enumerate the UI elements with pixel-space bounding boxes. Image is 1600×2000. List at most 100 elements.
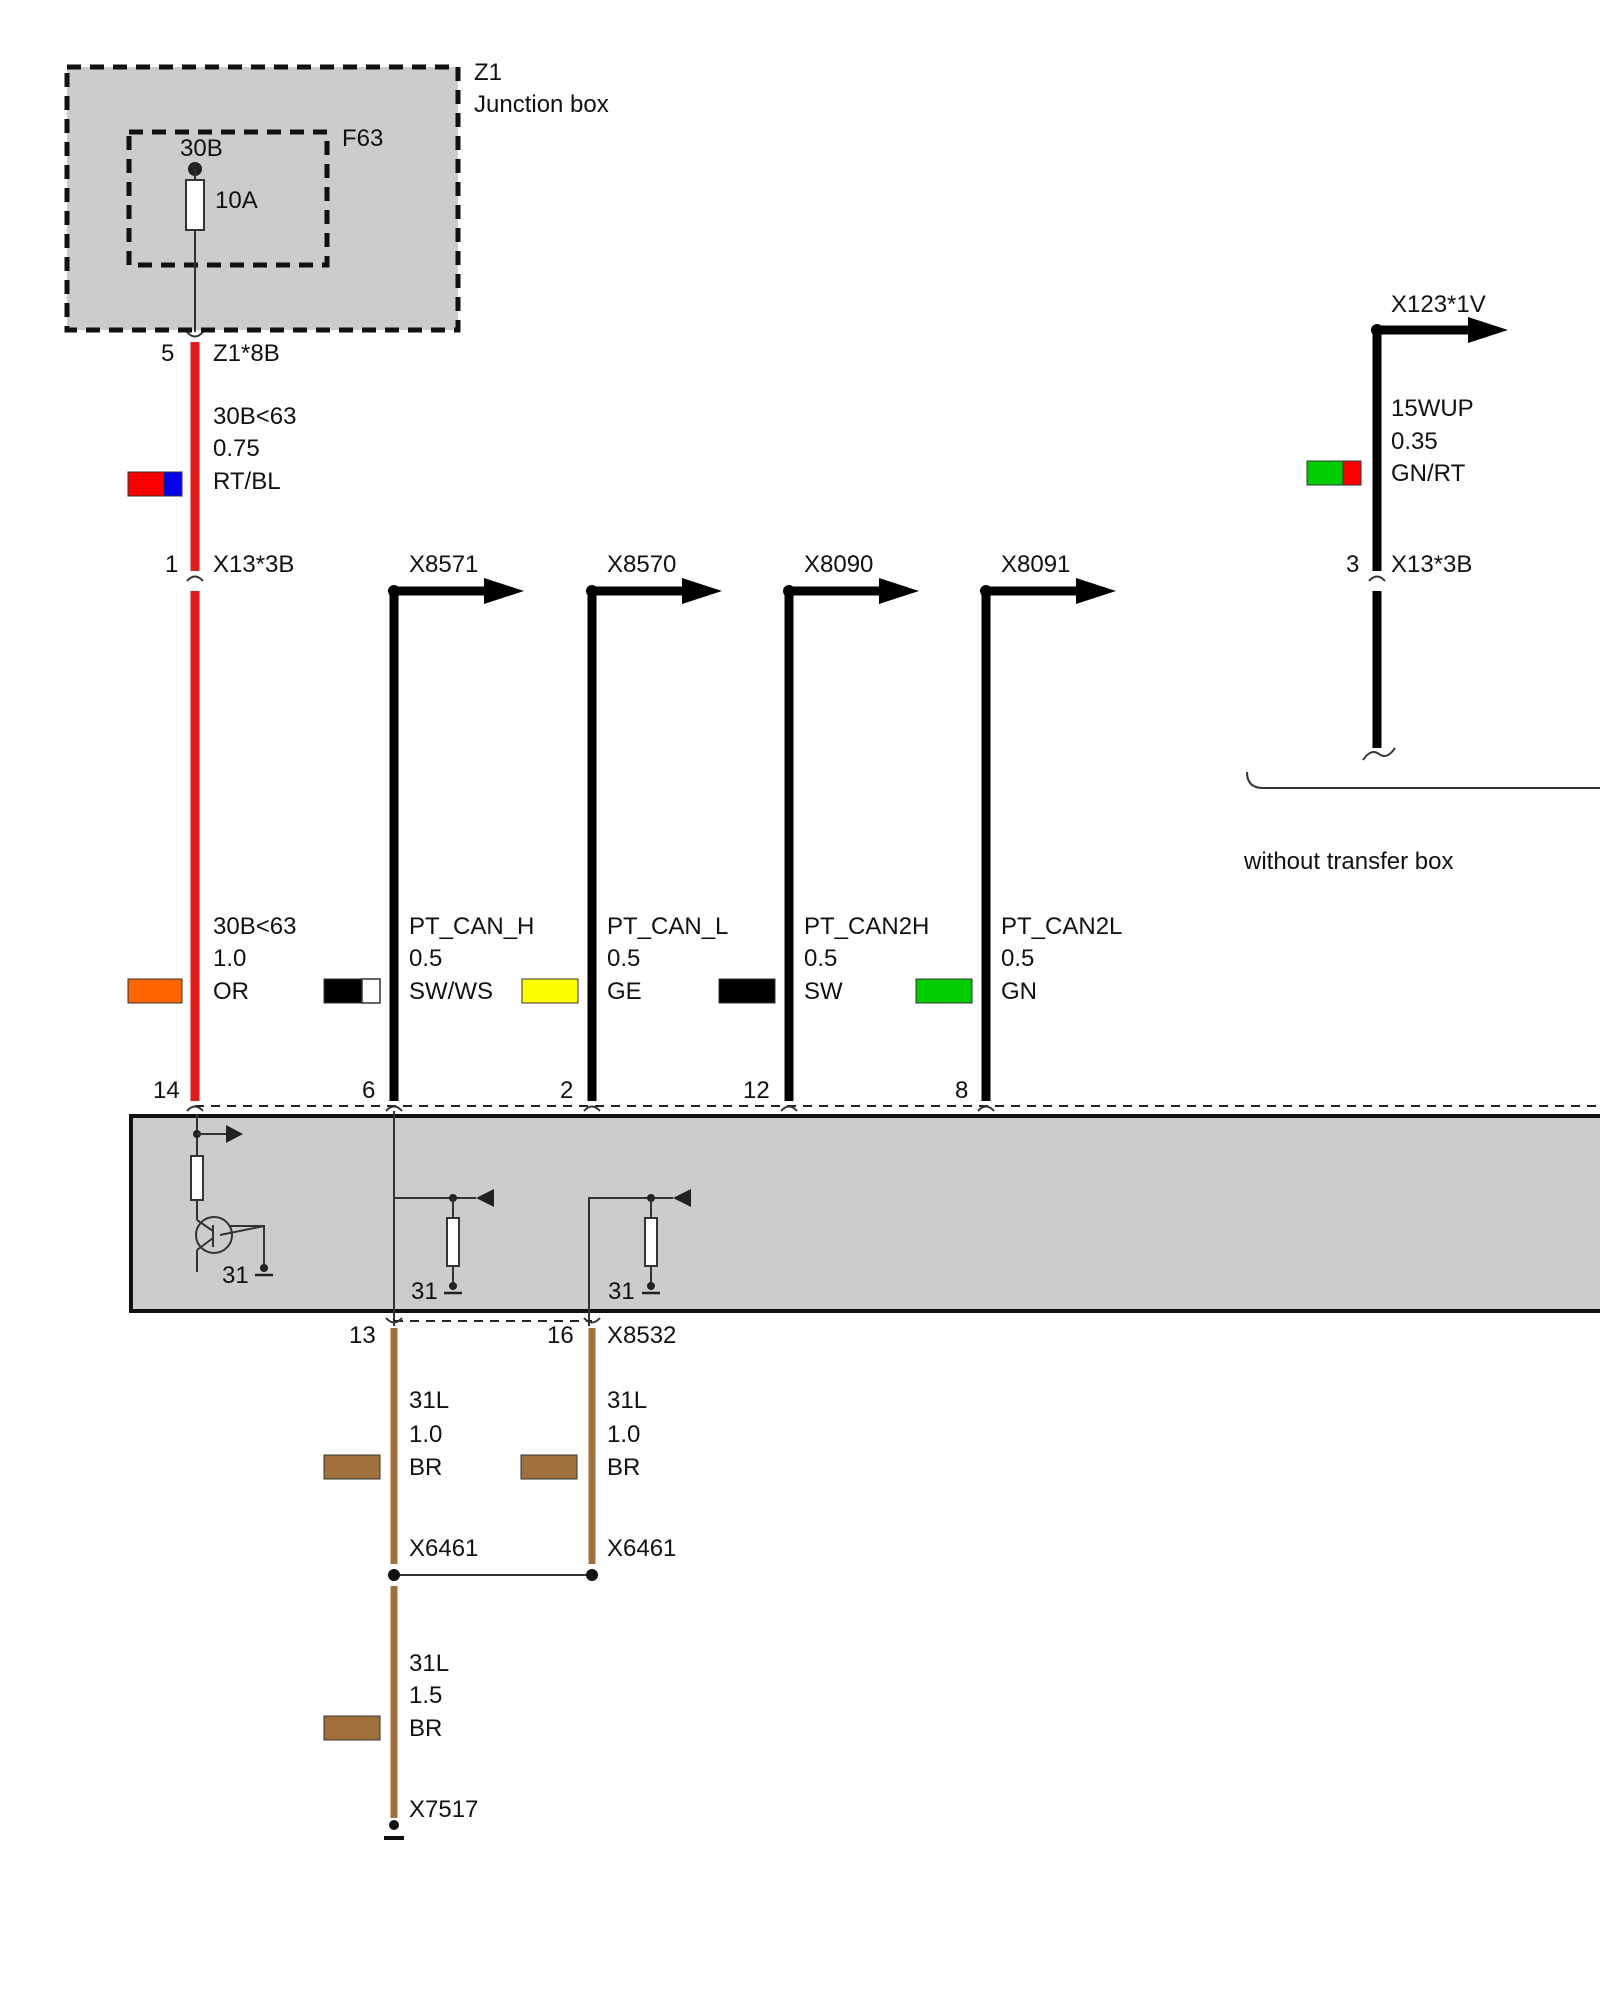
pin-socket-6 [385, 1105, 403, 1112]
ground-wire-final: 31L 1.5 BR X7517 [323, 1586, 478, 1840]
fuse-symbol [185, 179, 205, 231]
can-signal: PT_CAN2H [804, 913, 929, 940]
splice-node [586, 1569, 598, 1581]
supply-color-code-upper: RT/BL [213, 468, 281, 495]
arrow-right-icon [1468, 317, 1508, 343]
can-target: X8571 [409, 551, 478, 578]
supply-size-lower: 1.0 [213, 945, 246, 972]
supply-pin-5: 5 [161, 340, 174, 367]
pin-plug-16 [583, 1317, 601, 1324]
ground-signal: 31L [409, 1387, 449, 1414]
junction-box-id: Z1 [474, 59, 502, 86]
wakeup-connector-top: X123*1V [1391, 291, 1486, 318]
control-module: 31 31 31 13 16 X8532 [129, 1105, 1600, 1349]
can-line-1: X8570 PT_CAN_L 0.5 GE 2 [521, 551, 728, 1104]
ground-splice-junction [388, 1569, 598, 1581]
supply-size-upper: 0.75 [213, 435, 260, 462]
ground-node [260, 1264, 268, 1272]
can-pin: 6 [362, 1077, 375, 1104]
can-signal: PT_CAN_L [607, 913, 728, 940]
ground-wire-1: 31L 1.0 BR X6461 [520, 1328, 676, 1564]
supply-signal-upper: 30B<63 [213, 403, 296, 430]
color-swatch-br [323, 1454, 381, 1480]
can-size: 0.5 [804, 945, 837, 972]
ground-point-node [389, 1820, 399, 1830]
junction-box-name: Junction box [474, 91, 609, 118]
module-ground-label-3: 31 [608, 1278, 635, 1305]
supply-pin-1: 1 [165, 551, 178, 578]
pin-socket-8 [977, 1105, 995, 1112]
pin-socket-2 [583, 1105, 601, 1112]
can-target: X8091 [1001, 551, 1070, 578]
internal-lead [219, 1225, 265, 1236]
module-ground-label-1: 31 [222, 1262, 249, 1289]
transistor-symbol [195, 1216, 233, 1254]
fuse-id: F63 [342, 125, 383, 152]
ground-final-color-code: BR [409, 1715, 442, 1742]
can-color-code: GN [1001, 978, 1037, 1005]
can-pin: 2 [560, 1077, 573, 1104]
arrow-right-icon [879, 578, 919, 604]
ground-color-code: BR [607, 1454, 640, 1481]
connector-plug-x13 [1368, 575, 1386, 582]
can-color-code: SW [804, 978, 843, 1005]
resistor-symbol [446, 1217, 460, 1267]
can-line-3: X8091 PT_CAN2L 0.5 GN 8 [915, 551, 1122, 1104]
wire-break-icon [1362, 747, 1396, 761]
color-swatch-or [127, 978, 183, 1004]
ground-final-signal: 31L [409, 1650, 449, 1677]
connector-plug-x13 [186, 575, 204, 582]
can-target: X8090 [804, 551, 873, 578]
supply-pin-14: 14 [153, 1077, 180, 1104]
ground-signal: 31L [607, 1387, 647, 1414]
color-swatch-sw [323, 978, 365, 1004]
color-swatch-bl [163, 471, 183, 497]
color-swatch-br [323, 1715, 381, 1741]
color-swatch-ws [361, 978, 381, 1004]
can-color-code: GE [607, 978, 642, 1005]
color-swatch-ge [521, 978, 579, 1004]
ground-point-label: X7517 [409, 1796, 478, 1823]
arrow-left-icon [476, 1189, 494, 1207]
wakeup-line: X123*1V 15WUP 0.35 GN/RT 3 X13*3B withou… [1243, 291, 1600, 875]
pin-plug-13 [385, 1317, 403, 1324]
can-signal: PT_CAN2L [1001, 913, 1122, 940]
arrow-right-icon [226, 1125, 243, 1143]
arrow-right-icon [682, 578, 722, 604]
ground-color-code: BR [409, 1454, 442, 1481]
connector-socket-z1 [186, 331, 204, 338]
supply-connector-x13: X13*3B [213, 551, 294, 578]
supply-color-code-lower: OR [213, 978, 249, 1005]
wakeup-connector-bottom: X13*3B [1391, 551, 1472, 578]
variant-bracket [1246, 771, 1600, 789]
fuse-box-outline [126, 129, 330, 268]
junction-box: Z1 Junction box F63 30B 10A [64, 59, 609, 333]
pin-socket-14 [186, 1105, 204, 1112]
module-ground-label-2: 31 [411, 1278, 438, 1305]
color-swatch-sw [718, 978, 776, 1004]
splice-node [388, 1569, 400, 1581]
can-line-2: X8090 PT_CAN2H 0.5 SW 12 [718, 551, 929, 1104]
pin-socket-12 [780, 1105, 798, 1112]
fuse-terminal-label: 30B [180, 135, 223, 162]
resistor-symbol [190, 1155, 204, 1201]
transistor-collector [196, 1219, 214, 1232]
can-size: 0.5 [607, 945, 640, 972]
ground-node [449, 1282, 457, 1290]
arrow-right-icon [484, 578, 524, 604]
color-swatch-gn [915, 978, 973, 1004]
arrow-right-icon [1076, 578, 1116, 604]
supply-connector-z1: Z1*8B [213, 340, 280, 367]
module-ground-pin-13: 13 [349, 1322, 376, 1349]
color-swatch-rt [127, 471, 169, 497]
can-pin: 8 [955, 1077, 968, 1104]
junction-box-body [67, 67, 458, 330]
internal-lead [230, 1225, 265, 1271]
can-line-0: X8571 PT_CAN_H 0.5 SW/WS 6 [323, 551, 534, 1104]
transistor-emitter [196, 1237, 214, 1251]
variant-note: without transfer box [1243, 848, 1453, 875]
junction-box-outline [64, 64, 461, 333]
supply-signal-lower: 30B<63 [213, 913, 296, 940]
wakeup-size: 0.35 [1391, 428, 1438, 455]
ground-size: 1.0 [607, 1421, 640, 1448]
